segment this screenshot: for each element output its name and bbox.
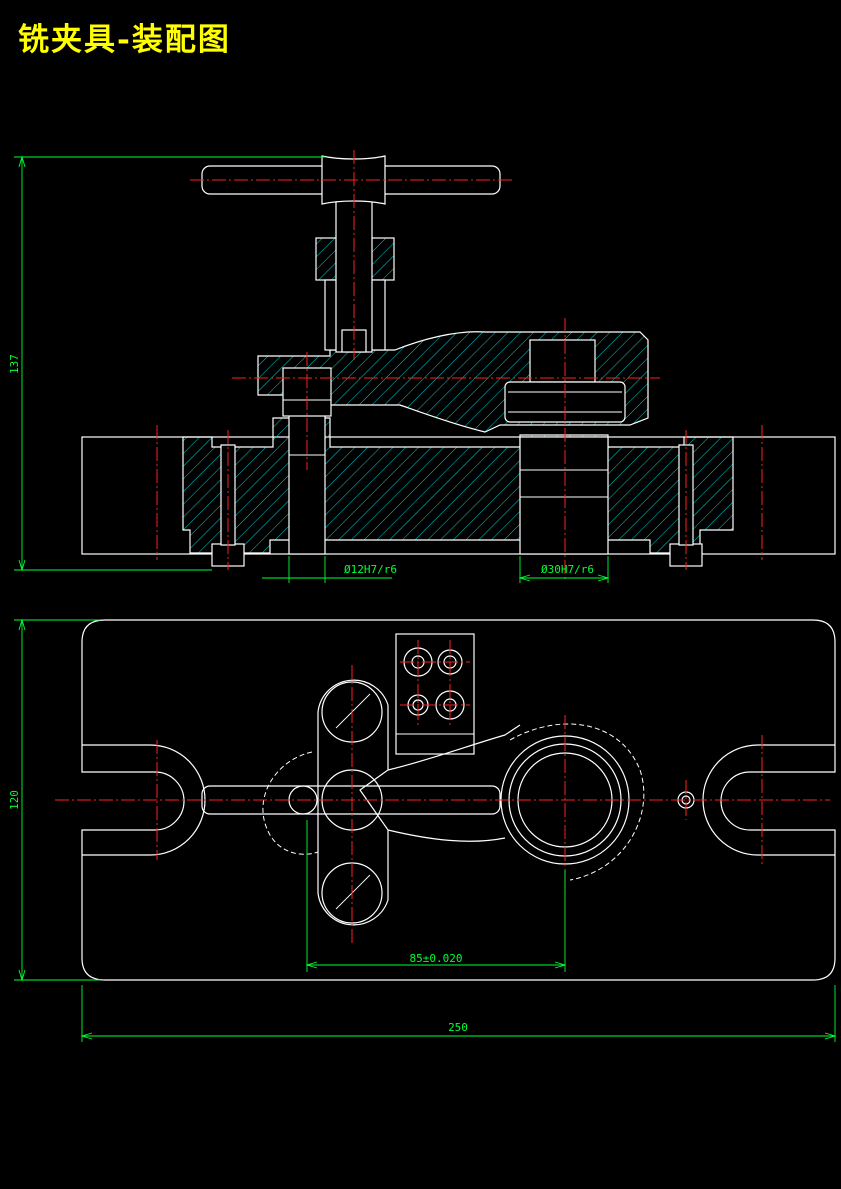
dim-overall-length: 250 [448,1021,468,1034]
dim-plan-height: 120 [8,790,21,810]
dim-center-distance: 85±0.020 [410,952,463,965]
body-section-hatch [182,417,734,554]
dim-hole-fit-large: Ø30H7/r6 [541,563,594,576]
bore-30 [519,436,609,555]
dim-front-height: 137 [8,354,21,374]
drawing-title: 铣夹具-装配图 [18,22,231,58]
plan-view: 120 85±0.020 250 [8,618,837,1042]
base-plate-plan [81,619,836,981]
front-section-view: 137 Ø12H7/r6 Ø30H7/r6 [8,150,836,583]
locator-block [395,633,475,755]
dim-hole-fit-small: Ø12H7/r6 [344,563,397,576]
base-plate [81,436,836,555]
